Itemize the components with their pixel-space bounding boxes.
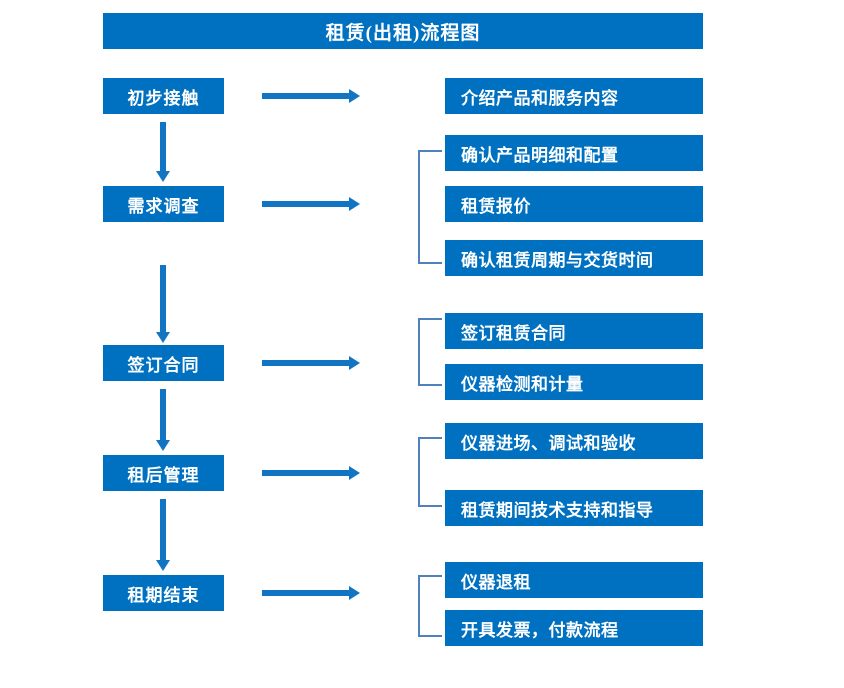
stage-box-租后管理[interactable]: 租后管理 — [103, 455, 224, 491]
group-bracket-icon — [418, 150, 442, 264]
right-arrow-icon — [262, 197, 360, 211]
right-arrow-icon — [262, 586, 360, 600]
down-arrow-icon — [156, 499, 170, 571]
detail-box-确认租赁周期与交货时间[interactable]: 确认租赁周期与交货时间 — [445, 240, 703, 276]
group-bracket-icon — [418, 437, 442, 507]
stage-box-租期结束[interactable]: 租期结束 — [103, 575, 224, 611]
page-title: 租赁(出租)流程图 — [103, 13, 703, 49]
detail-box-租赁报价[interactable]: 租赁报价 — [445, 186, 703, 222]
right-arrow-icon — [262, 89, 360, 103]
down-arrow-icon — [156, 122, 170, 182]
right-arrow-icon — [262, 356, 360, 370]
detail-box-确认产品明细和配置[interactable]: 确认产品明细和配置 — [445, 135, 703, 171]
detail-box-介绍产品和服务内容[interactable]: 介绍产品和服务内容 — [445, 78, 703, 114]
group-bracket-icon — [418, 318, 442, 386]
detail-box-签订租赁合同[interactable]: 签订租赁合同 — [445, 313, 703, 349]
detail-box-仪器检测和计量[interactable]: 仪器检测和计量 — [445, 364, 703, 400]
stage-box-初步接触[interactable]: 初步接触 — [103, 78, 224, 114]
down-arrow-icon — [156, 265, 170, 343]
detail-box-开具发票付款流程[interactable]: 开具发票，付款流程 — [445, 610, 703, 646]
stage-box-签订合同[interactable]: 签订合同 — [103, 345, 224, 381]
detail-box-租赁期间技术支持和指导[interactable]: 租赁期间技术支持和指导 — [445, 490, 703, 526]
stage-box-需求调查[interactable]: 需求调查 — [103, 186, 224, 222]
detail-box-仪器退租[interactable]: 仪器退租 — [445, 562, 703, 598]
down-arrow-icon — [156, 389, 170, 451]
detail-box-仪器进场调试和验收[interactable]: 仪器进场、调试和验收 — [445, 423, 703, 459]
right-arrow-icon — [262, 466, 360, 480]
group-bracket-icon — [418, 575, 442, 637]
